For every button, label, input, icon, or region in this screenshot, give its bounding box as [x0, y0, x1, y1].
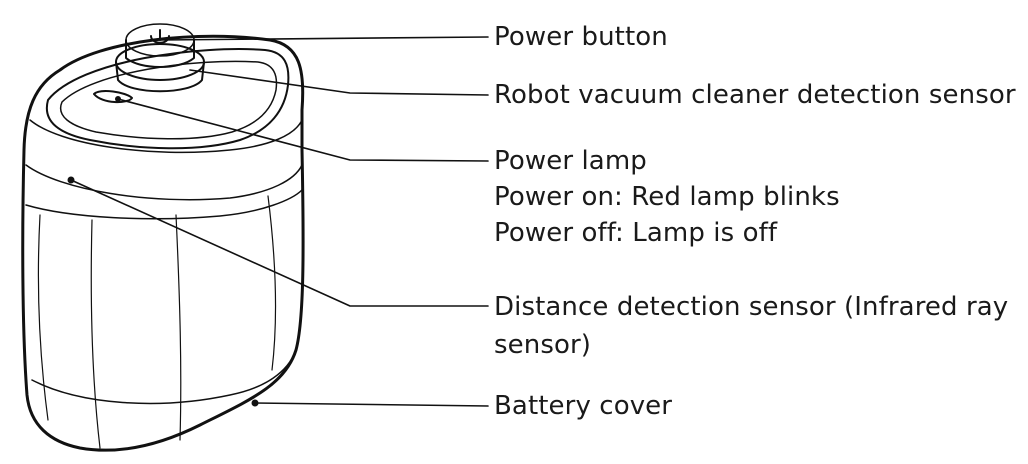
battery-cover-label: Battery cover — [494, 391, 673, 421]
power-icon — [150, 29, 170, 44]
power-on-label: Power on: Red lamp blinks — [494, 182, 840, 212]
power-button-label: Power button — [494, 22, 668, 52]
leader-lines — [70, 36, 489, 407]
distance-sensor-label-continued: sensor) — [494, 330, 592, 360]
detection-sensor-label: Robot vacuum cleaner detection sensor — [494, 80, 1016, 110]
device-illustration — [21, 23, 305, 452]
power-off-label: Power off: Lamp is off — [494, 218, 778, 248]
distance-sensor-label: Distance detection sensor (Infrared ray — [494, 292, 1009, 322]
power-lamp-label: Power lamp — [494, 146, 647, 176]
